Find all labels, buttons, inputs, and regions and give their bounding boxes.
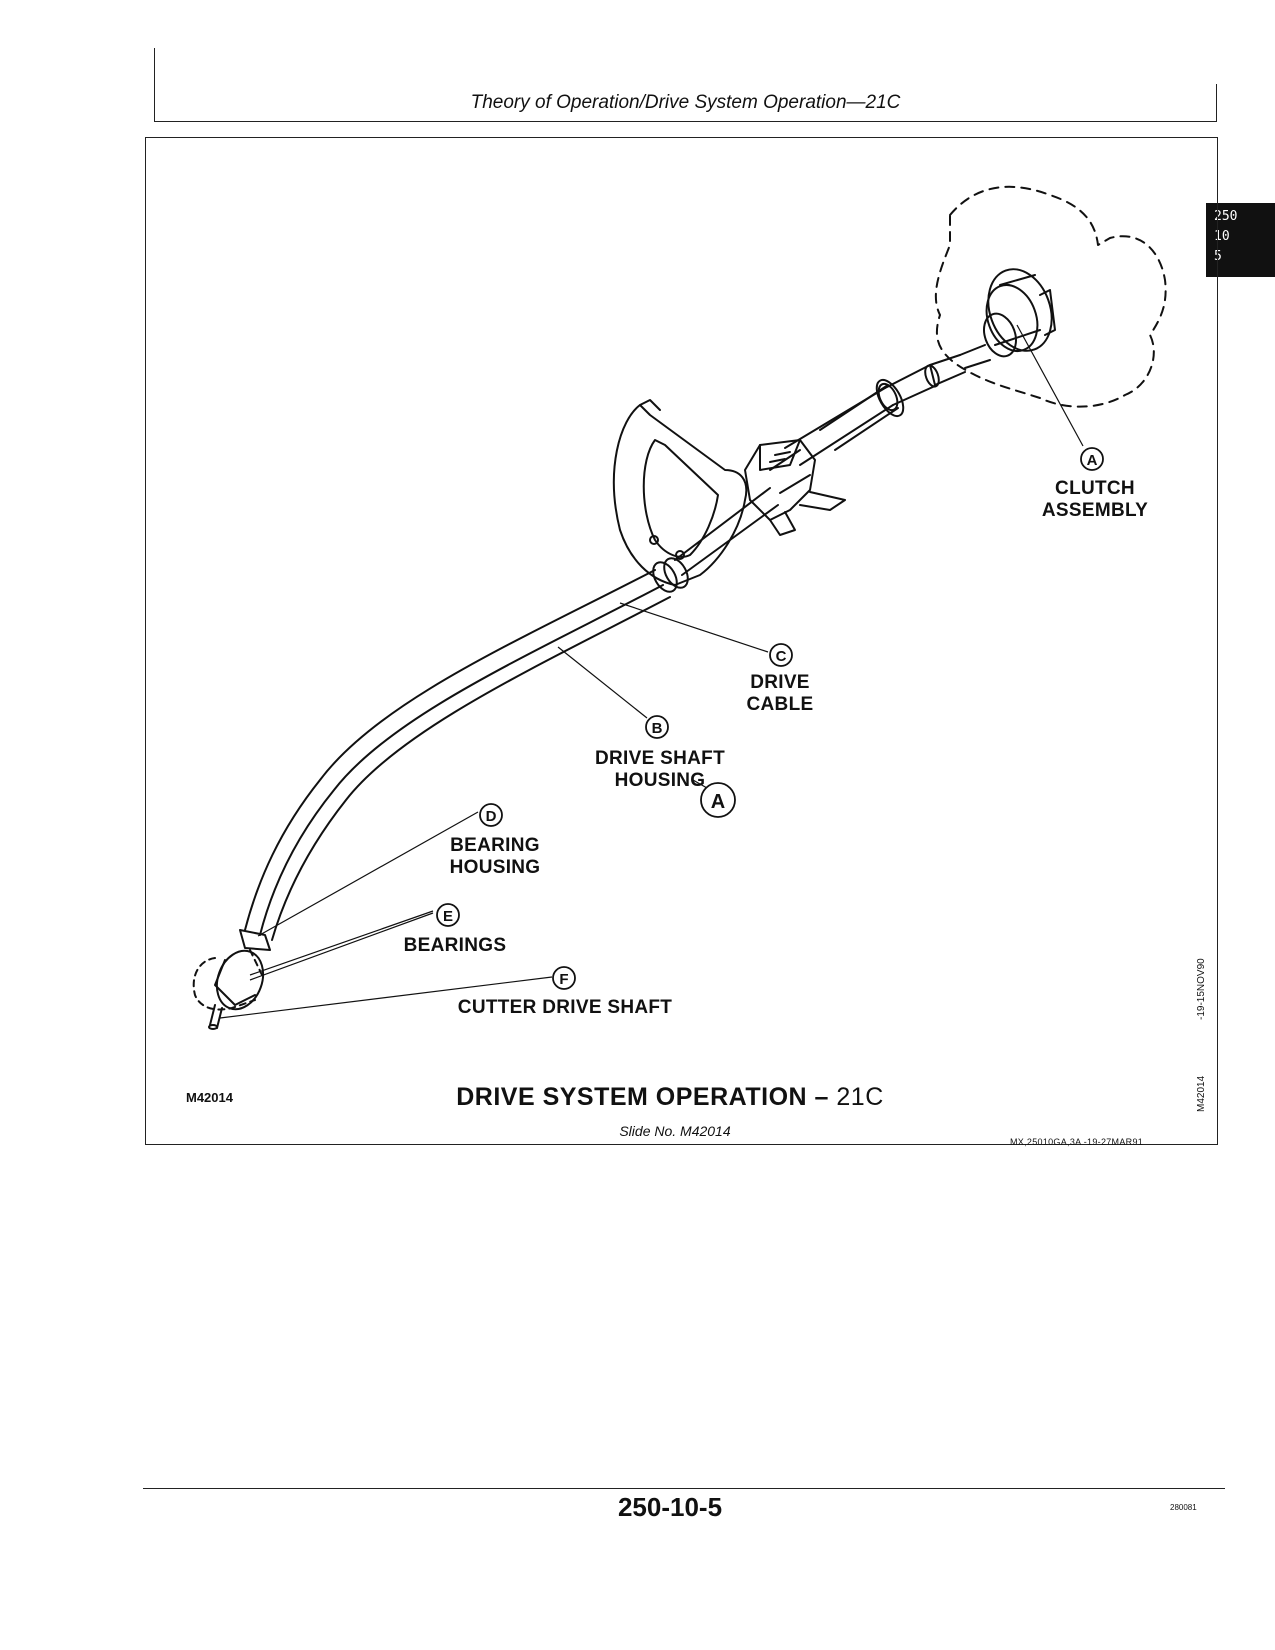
leader-line-e [249,910,434,976]
figure-title-main: DRIVE SYSTEM OPERATION [456,1083,808,1111]
footer-code: 280081 [1170,1503,1197,1512]
callout-circle-a2 [700,782,736,818]
callout-circle-f [552,966,576,990]
callout-circle-c [769,643,793,667]
drive-shaft-housing-drawing [244,569,671,941]
callout-letter-a: A [1087,452,1098,469]
page-number: 250-10-5 [617,1492,723,1522]
leader-line-d [257,811,479,937]
leader-line-b [557,646,648,719]
footer-rule [143,1488,1225,1489]
callout-label-e: BEARINGS [403,935,507,956]
callout-circle-e [436,903,460,927]
callout-letter-c: C [776,648,787,665]
vertical-figure-code: M42014 [1196,1075,1207,1112]
callout-label-f: CUTTER DRIVE SHAFT [457,997,673,1018]
figure-id: M42014 [186,1090,233,1105]
leader-line-c [619,602,769,653]
slide-number: Slide No. M42014 [619,1123,731,1139]
section-tab-line: 250 [1214,209,1238,224]
leader-line-a [1016,324,1084,447]
bearing-housing-drawing [192,929,271,1030]
callout-letter-f: F [559,971,568,988]
callout-circle-d [479,803,503,827]
clutch-assembly-drawing [959,268,1056,369]
callout-label-c: DRIVE CABLE [746,672,814,715]
reference-code: MX,25010GA,3A -19-27MAR91 [1010,1137,1144,1147]
callout-label-a: CLUTCH ASSEMBLY [1041,478,1149,521]
handle-clamp-drawing [663,557,689,589]
callout-label-d: BEARING HOUSING [449,835,541,878]
leader-line-f [219,976,553,1019]
figure-title-suffix: 21C [836,1083,884,1111]
figure-title: DRIVE SYSTEM OPERATION – 21C [360,1083,980,1112]
callout-circle-a [1080,447,1104,471]
callout-letter-e: E [443,908,453,925]
callout-letter-d: D [486,808,497,825]
callout-label-b: DRIVE SHAFT HOUSING [595,748,725,791]
engine-outline-dashed [934,185,1167,408]
trigger-housing-drawing [744,439,846,536]
page-header-title: Theory of Operation/Drive System Operati… [470,92,901,113]
vertical-date-code: -19-15NOV90 [1196,958,1207,1020]
callout-circle-b [645,715,669,739]
engine-tube-drawing [769,354,966,494]
figure-title-dash: – [814,1083,837,1111]
handle-clamp-drawing [652,561,678,593]
upper-shaft-line [674,487,771,561]
upper-shaft-line [681,504,779,576]
leader-line-e [249,912,434,981]
leader-line-a2 [692,779,708,789]
figure-frame [145,137,1218,1145]
header-rule-left [154,48,155,121]
header-rule-right [1216,84,1217,122]
header-rule-bottom [154,121,1217,122]
callout-letter-a2: A [711,791,725,813]
callout-letter-b: B [652,720,663,737]
